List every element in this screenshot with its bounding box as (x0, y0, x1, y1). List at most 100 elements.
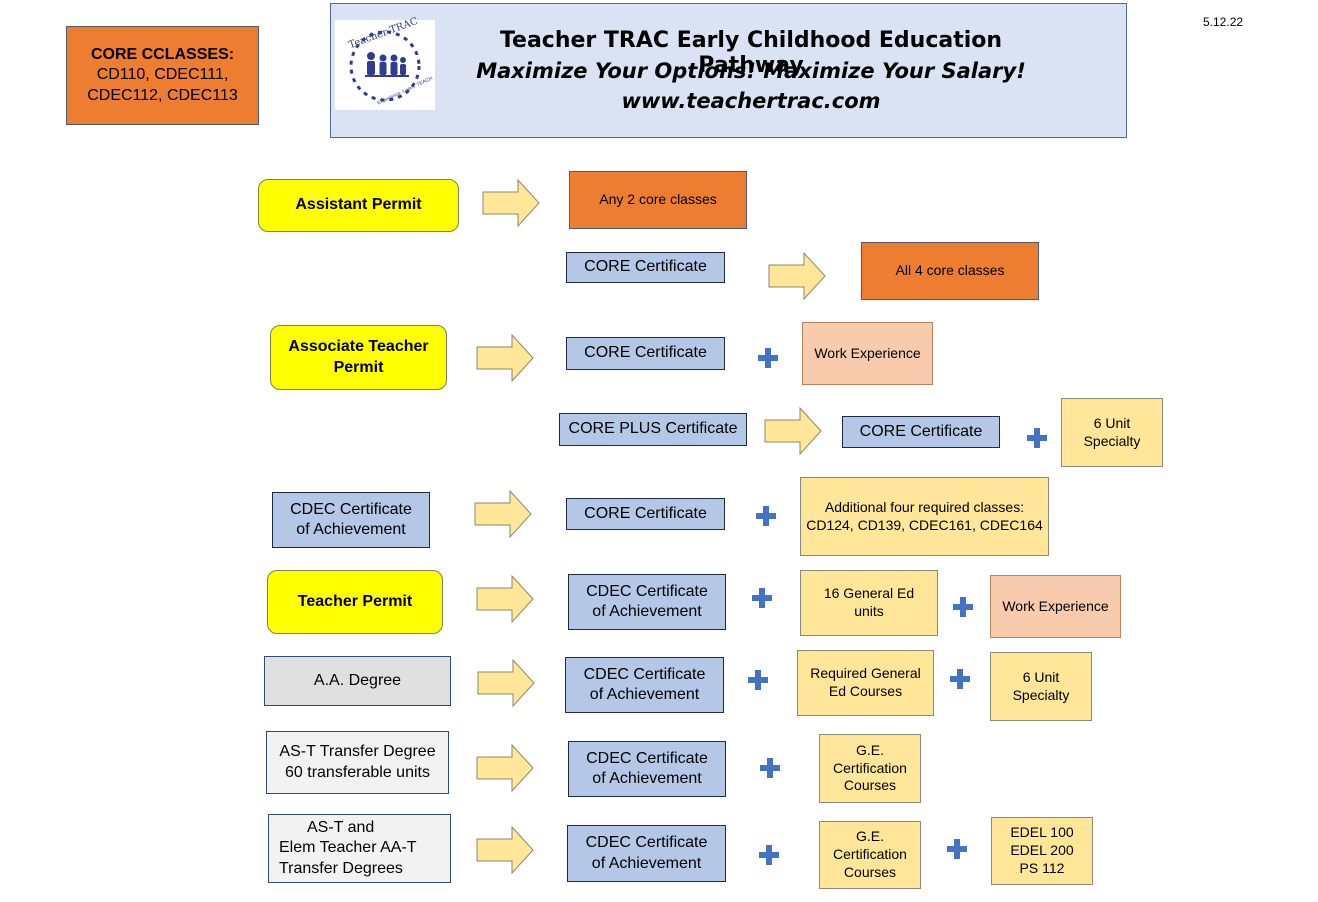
header-title: Teacher TRAC Early Childhood Education P… (499, 28, 1003, 78)
work-experience-box: Work Experience (990, 575, 1121, 638)
cdec-certificate-label-2: of Achievement (591, 854, 702, 872)
all-4-core-label: All 4 core classes (895, 262, 1005, 279)
ge-certification-line1: G.E. (855, 741, 884, 758)
arrow-right-icon (476, 575, 534, 623)
6-unit-specialty-box: 6 Unit Specialty (990, 652, 1092, 721)
all-4-core-box: All 4 core classes (861, 242, 1039, 300)
16-general-ed-box: 16 General Ed units (800, 570, 938, 636)
date-label: 5.12.22 (1203, 15, 1244, 29)
required-general-ed-line1: Required General (810, 665, 921, 682)
plus-icon (759, 845, 779, 865)
arrow-right-icon (764, 407, 822, 455)
edel-100: EDEL 100 (1010, 824, 1074, 841)
additional-classes-box: Additional four required classes: CD124,… (800, 477, 1049, 556)
ast-elem-label-3: Transfer Degrees (279, 859, 403, 877)
work-experience-label: Work Experience (814, 344, 921, 361)
arrow-right-icon (474, 490, 532, 538)
additional-classes-line2: CD124, CD139, CDEC161, CDEC164 (806, 516, 1043, 533)
core-certificate-box: CORE Certificate (566, 498, 725, 530)
cdec-certificate-box: CDEC Certificate of Achievement (565, 657, 724, 713)
aa-degree-box: A.A. Degree (264, 656, 451, 706)
edel-courses-box: EDEL 100 EDEL 200 PS 112 (991, 817, 1093, 885)
header-banner: Teacher TRAC Experience. Learn. TEACH Te… (330, 3, 1127, 138)
ps-112: PS 112 (1019, 859, 1065, 876)
work-experience-box: Work Experience (802, 322, 933, 385)
ge-certification-line3: Courses (843, 777, 897, 794)
assistant-permit-box: Assistant Permit (258, 179, 459, 232)
core-certificate-label: CORE Certificate (584, 344, 707, 362)
plus-icon (756, 506, 776, 526)
plus-icon (748, 670, 768, 690)
ge-certification-box: G.E. Certification Courses (819, 821, 921, 889)
arrow-right-icon (768, 252, 826, 300)
ast-elem-label-2: Elem Teacher AA-T (279, 839, 417, 857)
cdec-certificate-box: CDEC Certificate of Achievement (567, 825, 726, 882)
cdec-certificate-label-2: of Achievement (592, 603, 702, 620)
cdec-certificate-label-1: CDEC Certificate (586, 582, 708, 600)
core-classes-heading: CORE CCLASSES: (90, 45, 235, 63)
cdec-certificate-label-2: of Achievement (592, 770, 702, 787)
arrow-right-icon (482, 179, 540, 227)
core-certificate-label: CORE Certificate (584, 504, 707, 522)
arrow-right-icon (476, 334, 534, 382)
6-unit-specialty-line2: Specialty (1083, 432, 1141, 449)
arrow-right-icon (476, 826, 534, 874)
work-experience-label: Work Experience (1002, 597, 1109, 614)
teacher-permit-box: Teacher Permit (267, 570, 443, 634)
core-certificate-box: CORE Certificate (566, 252, 725, 283)
additional-classes-line1: Additional four required classes: (824, 498, 1025, 515)
any-2-core-label: Any 2 core classes (599, 191, 717, 208)
core-classes-line2: CDEC112, CDEC113 (87, 86, 238, 104)
required-general-ed-box: Required General Ed Courses (797, 650, 934, 716)
ge-certification-line1: G.E. (855, 828, 884, 845)
cdec-certificate-label-1: CDEC Certificate (290, 500, 412, 518)
ast-elem-teacher-box: AS-T and Elem Teacher AA-T Transfer Degr… (268, 814, 451, 883)
16-general-ed-line2: units (854, 603, 884, 619)
ast-elem-label-1: AS-T and (307, 818, 375, 836)
core-plus-certificate-label: CORE PLUS Certificate (568, 420, 738, 438)
required-general-ed-line2: Ed Courses (828, 683, 903, 699)
plus-icon (758, 348, 778, 368)
core-classes-line1: CD110, CDEC111, (96, 66, 229, 84)
cdec-certificate-label-2: of Achievement (296, 521, 406, 538)
associate-teacher-label-1: Associate Teacher (288, 338, 429, 356)
associate-teacher-permit-box: Associate Teacher Permit (270, 325, 447, 390)
core-plus-certificate-box: CORE PLUS Certificate (559, 413, 747, 446)
ast-transfer-label-2: 60 transferable units (285, 763, 430, 781)
any-2-core-box: Any 2 core classes (569, 171, 747, 229)
core-classes-box: CORE CCLASSES: CD110, CDEC111, CDEC112, … (66, 26, 259, 125)
cdec-certificate-label-1: CDEC Certificate (585, 834, 708, 852)
core-certificate-label: CORE Certificate (859, 422, 983, 440)
plus-icon (947, 839, 967, 859)
6-unit-specialty-line1: 6 Unit (1022, 668, 1060, 685)
teacher-permit-label: Teacher Permit (297, 592, 413, 610)
edel-200: EDEL 200 (1010, 842, 1074, 859)
header-subtitle: Maximize Your Options! Maximize Your Sal… (476, 59, 1026, 83)
cdec-certificate-box: CDEC Certificate of Achievement (568, 574, 726, 630)
assistant-permit-label: Assistant Permit (295, 196, 422, 214)
ge-certification-box: G.E. Certification Courses (819, 734, 921, 803)
header-url[interactable]: www.teachertrac.com (621, 89, 881, 113)
core-certificate-box: CORE Certificate (566, 337, 725, 370)
core-certificate-box: CORE Certificate (842, 416, 1000, 448)
ast-transfer-degree-box: AS-T Transfer Degree 60 transferable uni… (266, 731, 449, 794)
16-general-ed-line1: 16 General Ed (823, 585, 915, 602)
arrow-right-icon (477, 659, 535, 707)
plus-icon (1027, 428, 1047, 448)
core-certificate-label: CORE Certificate (584, 258, 707, 276)
cdec-certificate-box: CDEC Certificate of Achievement (272, 492, 430, 548)
arrow-right-icon (476, 744, 534, 792)
6-unit-specialty-line2: Specialty (1012, 686, 1070, 703)
plus-icon (953, 597, 973, 617)
cdec-certificate-label-2: of Achievement (589, 686, 700, 703)
plus-icon (752, 588, 772, 608)
teacher-trac-logo: Teacher TRAC Experience. Learn. TEACH (335, 16, 435, 110)
6-unit-specialty-line1: 6 Unit (1093, 414, 1131, 431)
plus-icon (950, 669, 970, 689)
associate-teacher-label-2: Permit (333, 358, 384, 376)
cdec-certificate-box: CDEC Certificate of Achievement (568, 741, 726, 797)
ast-transfer-label-1: AS-T Transfer Degree (279, 743, 436, 761)
6-unit-specialty-box: 6 Unit Specialty (1061, 398, 1163, 467)
aa-degree-label: A.A. Degree (313, 671, 402, 689)
cdec-certificate-label-1: CDEC Certificate (583, 665, 706, 683)
